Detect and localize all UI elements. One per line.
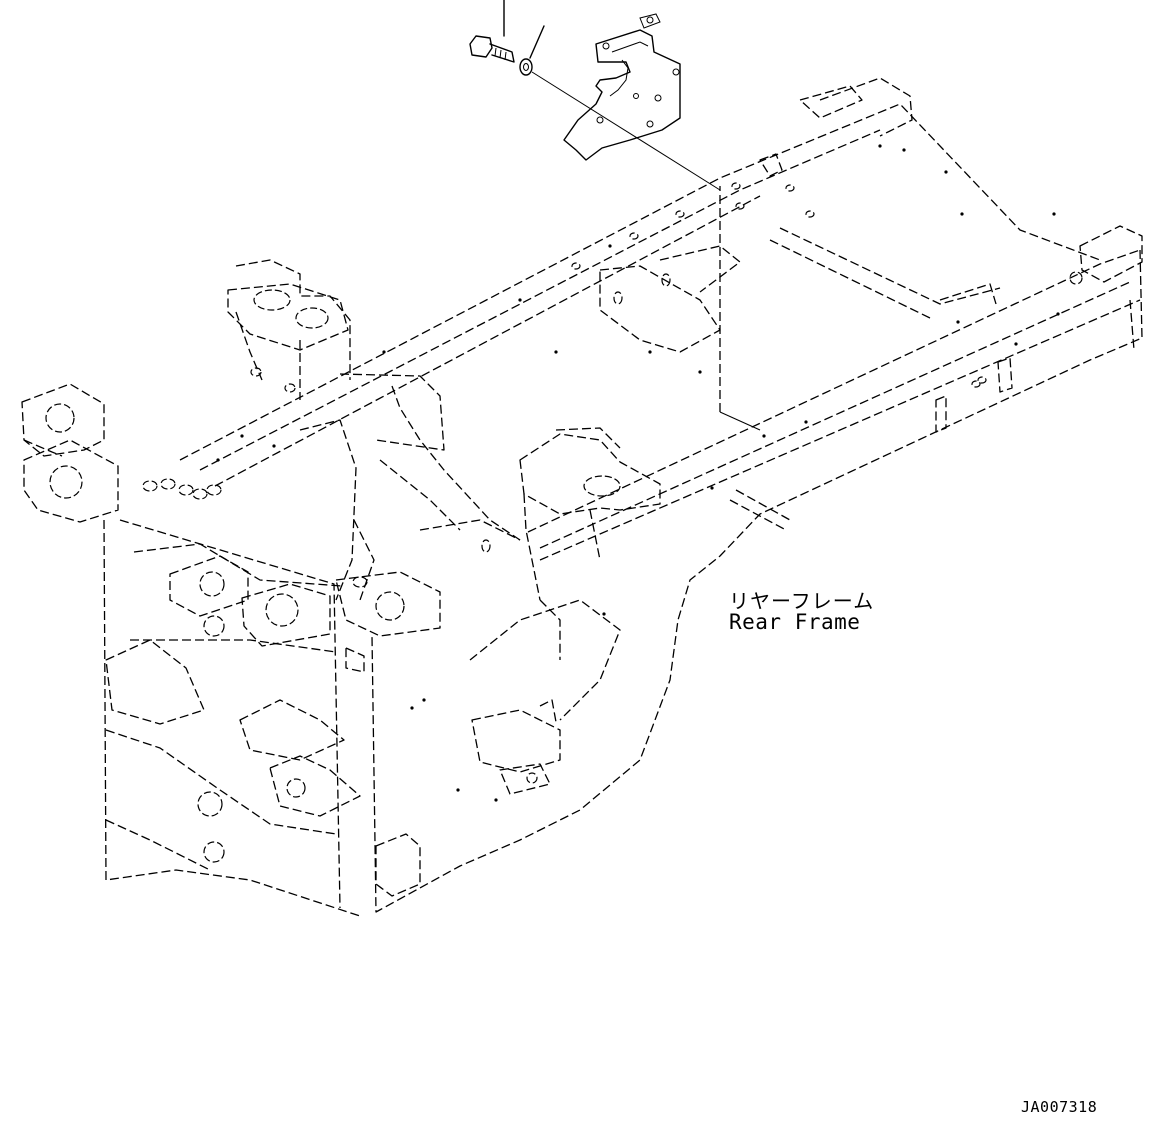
mount-plates-center [169, 555, 441, 673]
frame-bolt-heads [142, 182, 987, 588]
mount-plates-center-right [519, 245, 741, 601]
leader-line-washer [531, 71, 721, 191]
frame-rivet-dots [216, 144, 1060, 802]
rear-right-cross-tube [729, 153, 1013, 531]
drawing-code: JA007318 [1021, 1098, 1098, 1116]
rear-frame-label-en: Rear Frame [729, 610, 861, 634]
mount-lower-brackets [197, 599, 621, 897]
washer [519, 25, 545, 76]
bracket-plate [563, 13, 681, 161]
frame-left-front-section [21, 383, 361, 917]
frame-right-side-panel [371, 186, 1143, 913]
mount-plates-rear-left [227, 259, 351, 400]
frame-center-struts [299, 373, 521, 601]
bolt [469, 0, 515, 63]
frame-top-rails [179, 77, 1141, 561]
rear-frame-label-jp: リヤーフレーム [729, 589, 875, 613]
